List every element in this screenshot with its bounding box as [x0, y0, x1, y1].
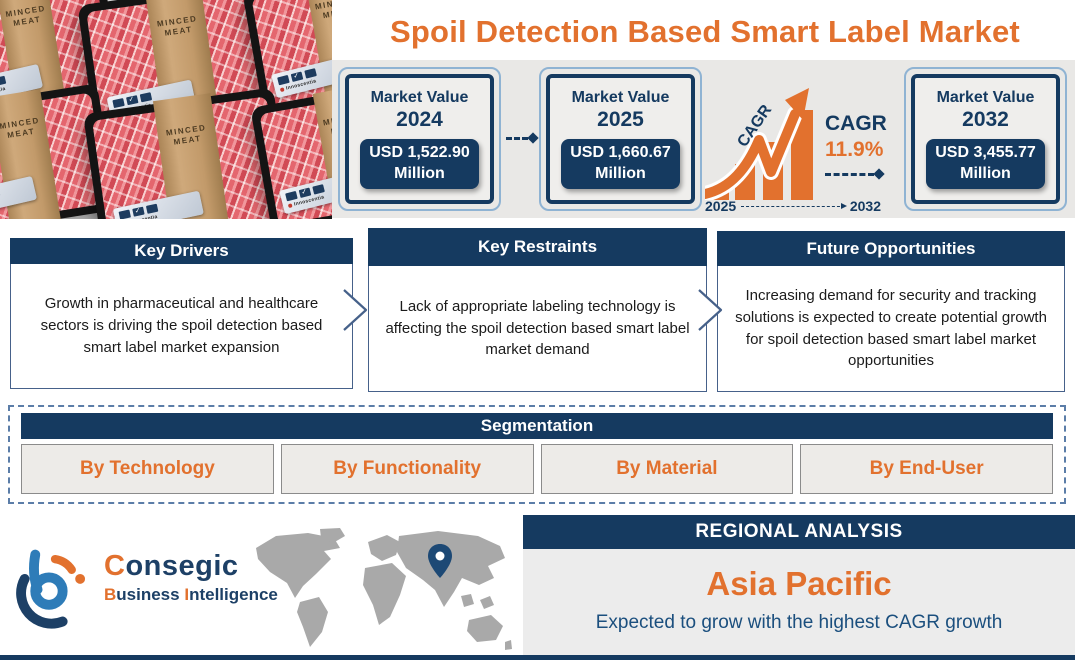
check-indicator-square — [299, 186, 312, 198]
indicator-square — [118, 209, 132, 219]
indicator-square — [112, 97, 125, 109]
dashed-arrow-icon — [741, 202, 847, 209]
indicator-square — [304, 67, 318, 79]
cagr-period: 2025 2032 — [705, 198, 881, 214]
regional-subtitle: Expected to grow with the highest CAGR g… — [595, 612, 1003, 633]
check-indicator-square — [125, 95, 139, 106]
logo-name: Consegic — [104, 550, 239, 582]
diamond-icon — [527, 132, 539, 144]
key-drivers-title: Key Drivers — [10, 238, 353, 264]
brand-dot-icon — [288, 202, 294, 208]
segment-by-technology: By Technology — [21, 444, 274, 494]
future-opportunities-box: Future Opportunities Increasing demand f… — [717, 231, 1065, 392]
market-value-label: Market Value — [370, 89, 469, 107]
segment-by-end-user: By End-User — [800, 444, 1053, 494]
key-restraints-title: Key Restraints — [368, 228, 707, 266]
market-value-year: 2032 — [962, 108, 1009, 132]
bottom-accent-bar — [0, 655, 1075, 660]
cagr-label: CAGR — [825, 112, 887, 135]
regional-analysis-section: REGIONAL ANALYSIS Asia Pacific Expected … — [523, 515, 1075, 655]
end-year: 2032 — [849, 198, 881, 214]
indicator-square — [285, 190, 299, 201]
dashed-connector — [825, 168, 885, 180]
start-year: 2025 — [705, 198, 737, 214]
market-value-amount: USD 3,455.77 Million — [926, 139, 1045, 189]
regional-region: Asia Pacific — [706, 565, 892, 602]
regional-analysis-title: REGIONAL ANALYSIS — [523, 515, 1075, 549]
market-value-card-2025: Market Value 2025 USD 1,660.67 Million — [539, 67, 702, 211]
diamond-icon — [873, 168, 885, 180]
market-value-year: 2024 — [396, 108, 443, 132]
cagr-graphic-block: CAGR CAGR 11.9% 2025 2032 — [705, 68, 897, 214]
future-opportunities-text: Increasing demand for security and track… — [717, 266, 1065, 392]
dashed-line — [506, 136, 528, 140]
location-pin-icon — [428, 544, 452, 578]
key-restraints-text: Lack of appropriate labeling technology … — [368, 266, 707, 392]
dashed-connector — [506, 132, 539, 144]
company-logo: Consegic Business Intelligence — [14, 540, 278, 630]
growth-chart-icon: CAGR — [705, 88, 813, 200]
chevron-right-icon — [698, 289, 723, 331]
key-restraints-box: Key Restraints Lack of appropriate label… — [368, 228, 707, 392]
market-value-year: 2025 — [597, 108, 644, 132]
market-value-card-2032: Market Value 2032 USD 3,455.77 Million — [904, 67, 1067, 211]
indicator-square — [312, 183, 326, 195]
check-indicator-square — [132, 206, 145, 217]
market-value-amount: USD 1,522.90 Million — [360, 139, 479, 189]
page-title: Spoil Detection Based Smart Label Market — [390, 14, 1020, 49]
market-value-strip: Market Value 2024 USD 1,522.90 Million M… — [332, 60, 1075, 218]
key-drivers-text: Growth in pharmaceutical and healthcare … — [10, 264, 353, 389]
band-label: MINCED — [322, 111, 332, 128]
cagr-value: 11.9% — [825, 138, 884, 161]
check-indicator-square — [291, 70, 304, 82]
segment-by-functionality: By Functionality — [280, 444, 534, 494]
market-value-label: Market Value — [936, 89, 1035, 107]
segmentation-section: Segmentation By Technology By Functional… — [8, 405, 1066, 504]
indicator-square — [0, 187, 1, 198]
indicator-square — [146, 203, 159, 215]
indicator-square — [0, 75, 7, 86]
chevron-right-icon — [343, 289, 368, 331]
market-value-label: Market Value — [571, 89, 670, 107]
logo-tagline: Business Intelligence — [104, 585, 278, 604]
indicator-square — [277, 74, 291, 85]
brand-dot-icon — [280, 86, 286, 92]
future-opportunities-title: Future Opportunities — [717, 231, 1065, 266]
segmentation-title: Segmentation — [21, 413, 1053, 439]
dashed-line — [825, 172, 874, 176]
indicator-square — [139, 92, 152, 103]
market-value-card-2024: Market Value 2024 USD 1,522.90 Million — [338, 67, 501, 211]
market-value-amount: USD 1,660.67 Million — [561, 139, 680, 189]
segment-by-material: By Material — [540, 444, 794, 494]
key-drivers-box: Key Drivers Growth in pharmaceutical and… — [10, 238, 353, 389]
world-map — [248, 528, 513, 661]
consegic-logo-icon — [16, 549, 86, 629]
